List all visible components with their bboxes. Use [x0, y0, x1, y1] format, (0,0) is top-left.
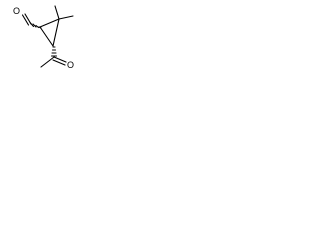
methyl-bond-upper	[54, 5, 60, 20]
acetyl-methyl-bond	[40, 56, 55, 68]
aldehyde-carbonyl-bond-a	[24, 13, 32, 25]
aldehyde-oxygen-label: O	[13, 6, 20, 16]
structure-canvas: O O	[0, 0, 88, 76]
molecule-structure: O O	[13, 5, 74, 70]
aldehyde-carbonyl-bond-b	[21, 14, 30, 26]
ketone-oxygen-label: O	[67, 60, 74, 70]
methyl-bond-right	[58, 15, 74, 20]
ring-bond-left	[39, 26, 54, 47]
acetyl-carbonyl-bond-a	[53, 56, 67, 63]
acetyl-carbonyl-bond-b	[52, 59, 66, 66]
acetyl-hashed-wedge	[50, 46, 58, 57]
aldehyde-hashed-wedge	[29, 21, 42, 29]
ring-bond-top	[39, 18, 60, 28]
ring-bond-right	[52, 18, 60, 47]
